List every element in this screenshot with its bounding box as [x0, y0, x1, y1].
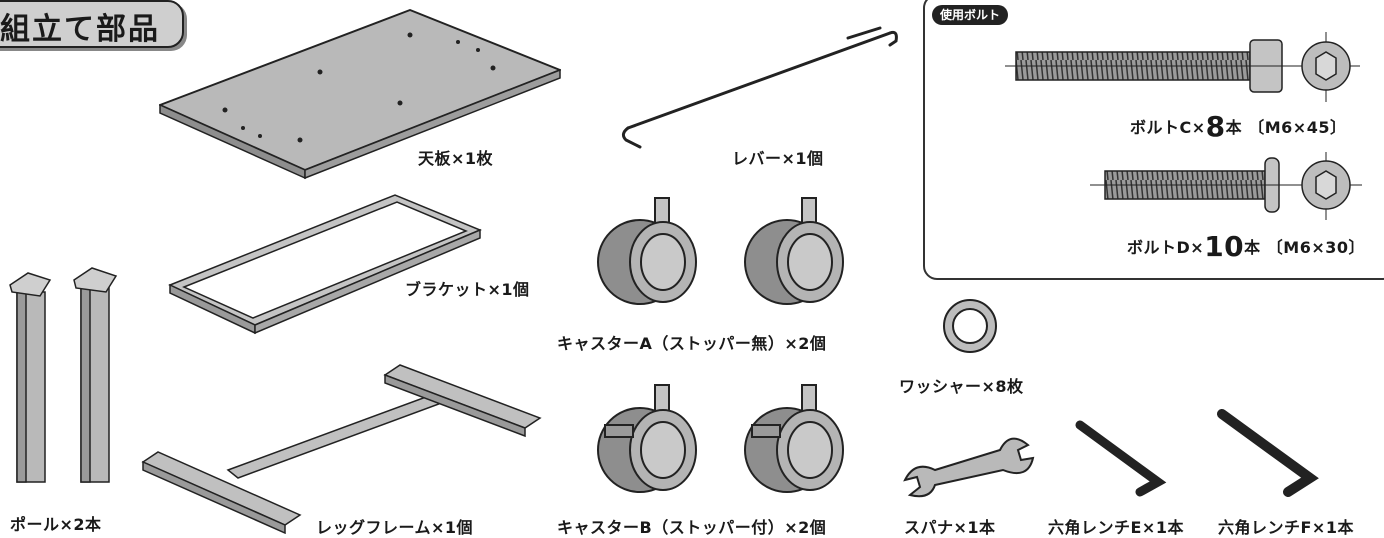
bolt-c-label: ボルトC×8本 〔M6×45〕 [1130, 110, 1346, 143]
bolt-box-badge: 使用ボルト [932, 5, 1009, 25]
bolt-d-label: ボルトD×10本 〔M6×30〕 [1127, 230, 1365, 263]
bolt-c-spec: 〔M6×45〕 [1248, 118, 1347, 137]
pole-label: ポール×2本 [10, 515, 102, 534]
spanner-label: スパナ×1本 [904, 518, 996, 537]
tabletop-label: 天板×1枚 [418, 149, 494, 168]
bolt-d-count: 10 [1204, 230, 1245, 263]
bolt-d-illustration [1090, 152, 1362, 220]
leg-frame-illustration [141, 364, 542, 534]
bolt-d-spec: 〔M6×30〕 [1266, 238, 1365, 257]
bolt-c-count: 8 [1205, 110, 1226, 143]
leg-frame-label: レッグフレーム×1個 [316, 518, 474, 537]
bolt-c-illustration [1005, 32, 1360, 102]
bolt-c-unit: 本 [1225, 118, 1243, 137]
hex-wrench-f-illustration [1217, 409, 1319, 497]
bolt-d-name: ボルトD× [1127, 238, 1205, 257]
bolt-c-name: ボルトC× [1130, 118, 1206, 137]
caster-b-illustration [597, 384, 844, 493]
bolt-box [923, 0, 1384, 280]
bracket-illustration [168, 194, 482, 335]
hex-wrench-e-illustration [1075, 420, 1167, 497]
caster-a-label: キャスターA（ストッパー無）×2個 [557, 334, 827, 353]
washer-illustration [943, 299, 997, 353]
hex-wrench-e-label: 六角レンチE×1本 [1048, 518, 1184, 537]
spanner-illustration [903, 437, 1035, 498]
bolt-d-unit: 本 [1244, 238, 1261, 257]
pole-illustration [9, 267, 118, 483]
caster-a-illustration [597, 197, 844, 305]
lever-label: レバー×1個 [732, 149, 824, 168]
washer-label: ワッシャー×8枚 [899, 377, 1024, 396]
title-tab [0, 0, 184, 48]
lever-illustration [621, 26, 898, 149]
page-title: 組立て部品 [0, 12, 160, 47]
caster-b-label: キャスターB（ストッパー付）×2個 [557, 518, 827, 537]
hex-wrench-f-label: 六角レンチF×1本 [1218, 518, 1354, 537]
bracket-label: ブラケット×1個 [405, 280, 530, 299]
tabletop-illustration [159, 9, 561, 180]
